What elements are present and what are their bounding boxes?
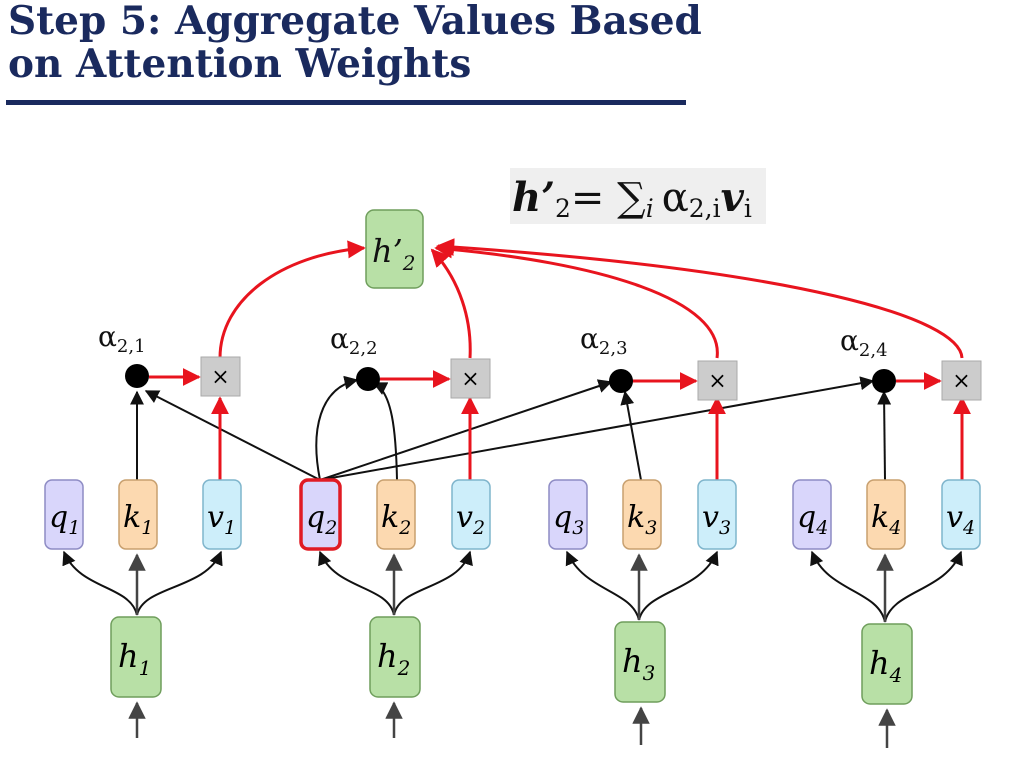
alpha-multiply-arrows [149, 368, 942, 390]
key-projection-arrows [128, 553, 894, 622]
key-label-1: k1 [123, 500, 153, 539]
token-group-3: q3 k3 v3 h3 [548, 479, 737, 703]
value-box-1 [202, 479, 242, 550]
query-box-1 [44, 479, 84, 550]
alpha-node-4 [872, 369, 896, 393]
multiply-box-1 [200, 356, 241, 397]
query-box-3 [548, 479, 588, 550]
query-label-4: q4 [797, 500, 828, 539]
alpha-label-2: α2,2 [330, 322, 378, 359]
alpha-node-2 [356, 367, 380, 391]
key-box-3 [622, 479, 662, 550]
alpha-label-3: α2,3 [580, 322, 628, 359]
token-group-1: q1 k1 v1 h1 [44, 479, 242, 698]
multiply-symbol-1: × [211, 365, 229, 390]
alpha-node-3 [609, 369, 633, 393]
value-label-1: v1 [207, 500, 236, 539]
multiply-symbol-3: × [708, 369, 726, 394]
value-box-2 [451, 479, 491, 550]
hidden-label-1: h1 [118, 637, 151, 680]
formula-lhs-sub: 2 [555, 194, 571, 223]
multiply-symbol-2: × [461, 367, 479, 392]
token-group-2: q2 k2 v2 h2 [299, 478, 491, 698]
query-label-2: q2 [306, 500, 337, 539]
input-arrows [128, 701, 896, 748]
query-box-4 [792, 479, 832, 550]
title-underline [6, 100, 686, 105]
value-label-4: v4 [946, 500, 975, 539]
formula-eq: = ∑ [571, 175, 646, 221]
projection-arrows [62, 550, 963, 623]
formula-alpha: α [662, 175, 689, 221]
alpha-node-1 [125, 364, 149, 388]
key-box-1 [118, 479, 158, 550]
query-label-3: q3 [553, 500, 584, 539]
slide-title: Step 5: Aggregate Values Based on Attent… [8, 0, 702, 87]
value-label-2: v2 [456, 500, 485, 539]
key-label-2: k2 [381, 500, 411, 539]
value-arrows [211, 396, 971, 480]
formula-background [510, 168, 766, 224]
formula-lhs: h’ [512, 174, 555, 221]
hidden-label-2: h2 [377, 637, 410, 680]
hidden-box-4 [861, 623, 913, 705]
hidden-box-1 [110, 616, 162, 698]
aggregation-arrows [218, 238, 964, 359]
key-label-4: k4 [871, 500, 901, 539]
alpha-label-4: α2,4 [840, 324, 888, 361]
hidden-label-3: h3 [622, 642, 655, 685]
key-label-3: k3 [627, 500, 657, 539]
formula-v-sub: i [744, 194, 752, 223]
multiply-box-2 [450, 358, 491, 399]
value-box-4 [941, 479, 981, 550]
multiply-box-3 [697, 360, 738, 401]
formula-alpha-sub: 2,i [689, 194, 721, 223]
key-arrows [130, 382, 892, 481]
output-box [365, 209, 424, 289]
hidden-label-4: h4 [869, 644, 902, 687]
hidden-box-3 [614, 621, 666, 703]
multiply-symbol-4: × [952, 369, 970, 394]
hidden-box-2 [369, 616, 421, 698]
query-box-2-highlighted [299, 478, 342, 551]
value-label-3: v3 [702, 500, 731, 539]
token-group-4: q4 k4 v4 h4 [792, 479, 981, 705]
value-box-3 [697, 479, 737, 550]
multiply-boxes: × × × × [200, 356, 982, 401]
query-arrows [144, 375, 875, 481]
formula-v: v [721, 174, 745, 221]
output-label: h’2 [372, 232, 416, 275]
alpha-nodes [125, 364, 896, 393]
multiply-box-4 [941, 360, 982, 401]
formula-sum-sub: i [646, 194, 654, 223]
alpha-label-1: α2,1 [98, 320, 146, 357]
key-box-4 [866, 479, 906, 550]
query-label-1: q1 [49, 500, 80, 539]
key-box-2 [376, 479, 416, 550]
